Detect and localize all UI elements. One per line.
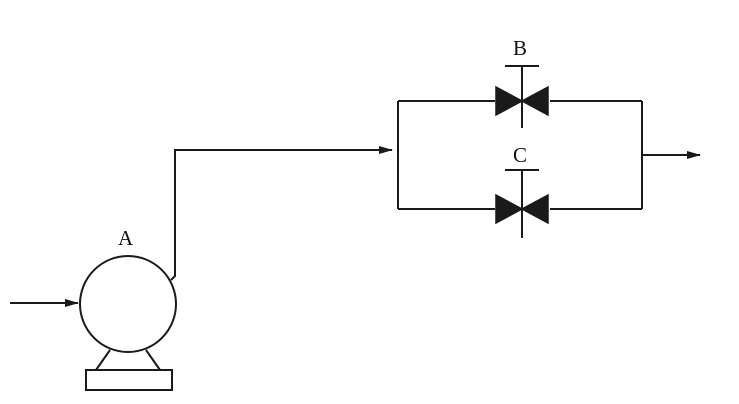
pump-casing [79,255,177,353]
valve-b: B [495,36,549,128]
pump-base [85,369,173,391]
pump-a: A [79,226,177,391]
pump-label: A [118,226,134,250]
discharge-pipe [170,146,393,281]
valve-b-label: B [513,36,527,60]
valve-c: C [495,143,549,238]
pump-stand [95,349,161,371]
valve-c-label: C [513,143,527,167]
